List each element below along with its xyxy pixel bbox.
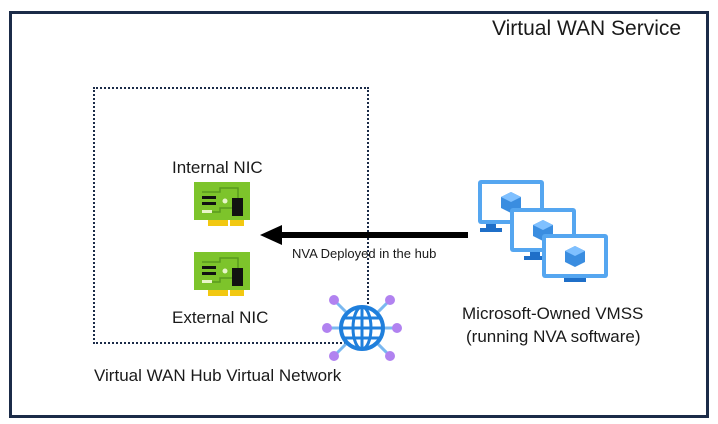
arrow-label: NVA Deployed in the hub [292,246,437,261]
service-title: Virtual WAN Service [492,17,682,40]
hub-virtual-network-boundary [93,87,369,344]
internal-nic-icon [194,182,250,226]
vmss-label-line1: Microsoft-Owned VMSS [462,304,644,323]
hub-vnet-label: Virtual WAN Hub Virtual Network [94,366,342,385]
external-nic-icon [194,252,250,296]
vm-instance-3 [542,234,608,282]
vmss-label-line2: (running NVA software) [466,327,641,346]
vmss-icon [478,180,608,282]
virtual-wan-service-boundary [9,11,709,418]
deploy-arrow [260,225,468,245]
virtual-network-globe-icon [322,295,402,361]
internal-nic-label: Internal NIC [172,158,263,177]
external-nic-label: External NIC [172,308,269,327]
